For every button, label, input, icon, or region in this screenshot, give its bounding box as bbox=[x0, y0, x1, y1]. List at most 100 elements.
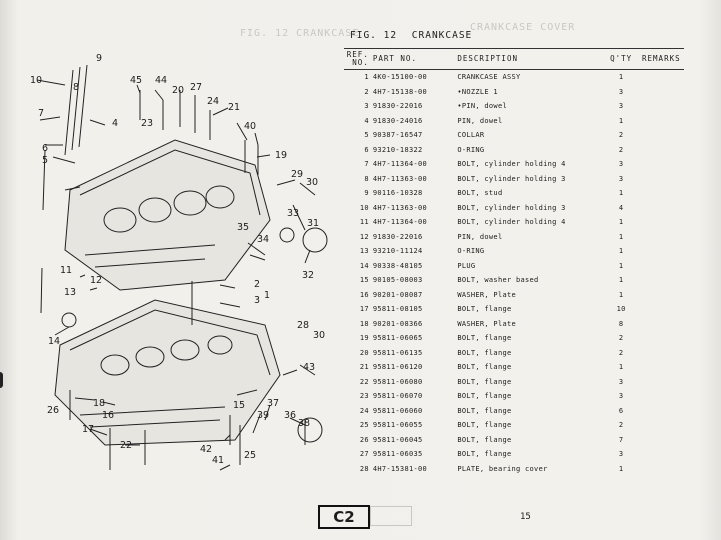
cell-ref: 4 bbox=[364, 116, 369, 125]
cell-remarks bbox=[639, 404, 684, 419]
cell-part-no: 4H7-15138-00 bbox=[372, 87, 428, 96]
cell-ref: 11 bbox=[359, 218, 369, 227]
crankcase-exploded-diagram bbox=[36, 64, 328, 471]
cell-remarks bbox=[639, 99, 684, 114]
cell-description: PLUG bbox=[457, 261, 476, 270]
cell-remarks bbox=[639, 157, 684, 172]
cell-qty: 2 bbox=[618, 348, 624, 357]
page-number: 15 bbox=[520, 512, 531, 522]
figure-number: FIG. 12 bbox=[350, 30, 398, 41]
cell-ref: 19 bbox=[359, 334, 369, 343]
callout-number: 10 bbox=[30, 75, 43, 86]
col-header-ref: REF. NO. bbox=[344, 48, 371, 70]
callout-number: 12 bbox=[90, 275, 103, 286]
cell-description: PIN, dowel bbox=[457, 116, 503, 125]
callout-number: 26 bbox=[47, 405, 60, 416]
cell-ref: 25 bbox=[359, 421, 369, 430]
cell-description: PLATE, bearing cover bbox=[457, 464, 548, 473]
bleed-through-text: FIG. 12 CRANKCASE bbox=[240, 28, 360, 39]
o-ring bbox=[279, 227, 295, 243]
callout-number: 25 bbox=[244, 450, 257, 461]
callout-number: 3 bbox=[254, 295, 261, 306]
callout-number: 21 bbox=[228, 102, 241, 113]
cell-qty: 1 bbox=[618, 261, 624, 270]
callout-number: 9 bbox=[96, 53, 103, 64]
cell-description: BOLT, cylinder holding 4 bbox=[457, 160, 566, 169]
cell-qty: 1 bbox=[618, 189, 624, 198]
callout-number: 44 bbox=[155, 75, 168, 86]
cell-part-no: 95811-06045 bbox=[372, 435, 423, 444]
cell-remarks bbox=[639, 186, 684, 201]
parts-table: REF. NO. PART NO. DESCRIPTION Q'TY REMAR… bbox=[344, 48, 684, 476]
callout-number: 42 bbox=[200, 444, 213, 455]
bleed-through-text: CRANKCASE COVER bbox=[470, 22, 576, 33]
cell-part-no: 91830-22016 bbox=[372, 102, 423, 111]
cell-remarks bbox=[639, 172, 684, 187]
cell-description: BOLT, stud bbox=[457, 189, 503, 198]
cell-remarks bbox=[639, 331, 684, 346]
cell-description: BOLT, flange bbox=[457, 305, 512, 314]
cell-remarks bbox=[639, 302, 684, 317]
cell-ref: 18 bbox=[359, 319, 369, 328]
cell-description: BOLT, flange bbox=[457, 348, 512, 357]
cell-remarks bbox=[639, 462, 684, 477]
cell-part-no: 4H7-11363-00 bbox=[372, 174, 428, 183]
callout-number: 41 bbox=[212, 455, 225, 466]
cell-ref: 8 bbox=[364, 174, 369, 183]
cell-remarks bbox=[639, 317, 684, 332]
cell-description: BOLT, washer based bbox=[457, 276, 539, 285]
cell-ref: 21 bbox=[359, 363, 369, 372]
cell-qty: 1 bbox=[618, 290, 624, 299]
callout-number: 5 bbox=[42, 155, 49, 166]
cell-qty: 1 bbox=[618, 464, 624, 473]
cell-ref: 22 bbox=[359, 377, 369, 386]
callout-number: 34 bbox=[257, 234, 270, 245]
cell-remarks bbox=[639, 346, 684, 361]
cell-description: O-RING bbox=[457, 145, 485, 154]
cell-description: BOLT, flange bbox=[457, 363, 512, 372]
callout-number: 45 bbox=[130, 75, 143, 86]
table-header-row: REF. NO. PART NO. DESCRIPTION Q'TY REMAR… bbox=[344, 48, 684, 70]
cell-qty: 3 bbox=[618, 102, 624, 111]
cell-description: BOLT, flange bbox=[457, 406, 512, 415]
cell-qty: 3 bbox=[618, 160, 624, 169]
cell-description: •PIN, dowel bbox=[457, 102, 507, 111]
cell-qty: 6 bbox=[618, 406, 624, 415]
cell-part-no: 4H7-11364-00 bbox=[372, 218, 428, 227]
cell-description: •NOZZLE 1 bbox=[457, 87, 498, 96]
cell-qty: 1 bbox=[618, 276, 624, 285]
cell-qty: 4 bbox=[618, 203, 624, 212]
cell-part-no: 93210-11124 bbox=[372, 247, 423, 256]
callout-number: 19 bbox=[275, 150, 288, 161]
callout-number: 35 bbox=[237, 222, 250, 233]
cell-remarks bbox=[639, 143, 684, 158]
cell-remarks bbox=[639, 85, 684, 100]
cell-ref: 27 bbox=[359, 450, 369, 459]
cell-description: WASHER, Plate bbox=[457, 290, 516, 299]
col-header-qty: Q'TY bbox=[603, 48, 639, 70]
callout-number: 36 bbox=[284, 410, 297, 421]
callout-number: 14 bbox=[48, 336, 61, 347]
figure-title: CRANKCASE bbox=[411, 30, 473, 41]
callout-number: 20 bbox=[172, 85, 185, 96]
callout-number: 13 bbox=[64, 287, 77, 298]
cell-qty: 1 bbox=[618, 116, 624, 125]
callout-number: 15 bbox=[233, 400, 246, 411]
cell-ref: 10 bbox=[359, 203, 369, 212]
cell-qty: 3 bbox=[618, 450, 624, 459]
callout-number: 30 bbox=[306, 177, 319, 188]
cell-remarks bbox=[639, 201, 684, 216]
cell-remarks bbox=[639, 230, 684, 245]
